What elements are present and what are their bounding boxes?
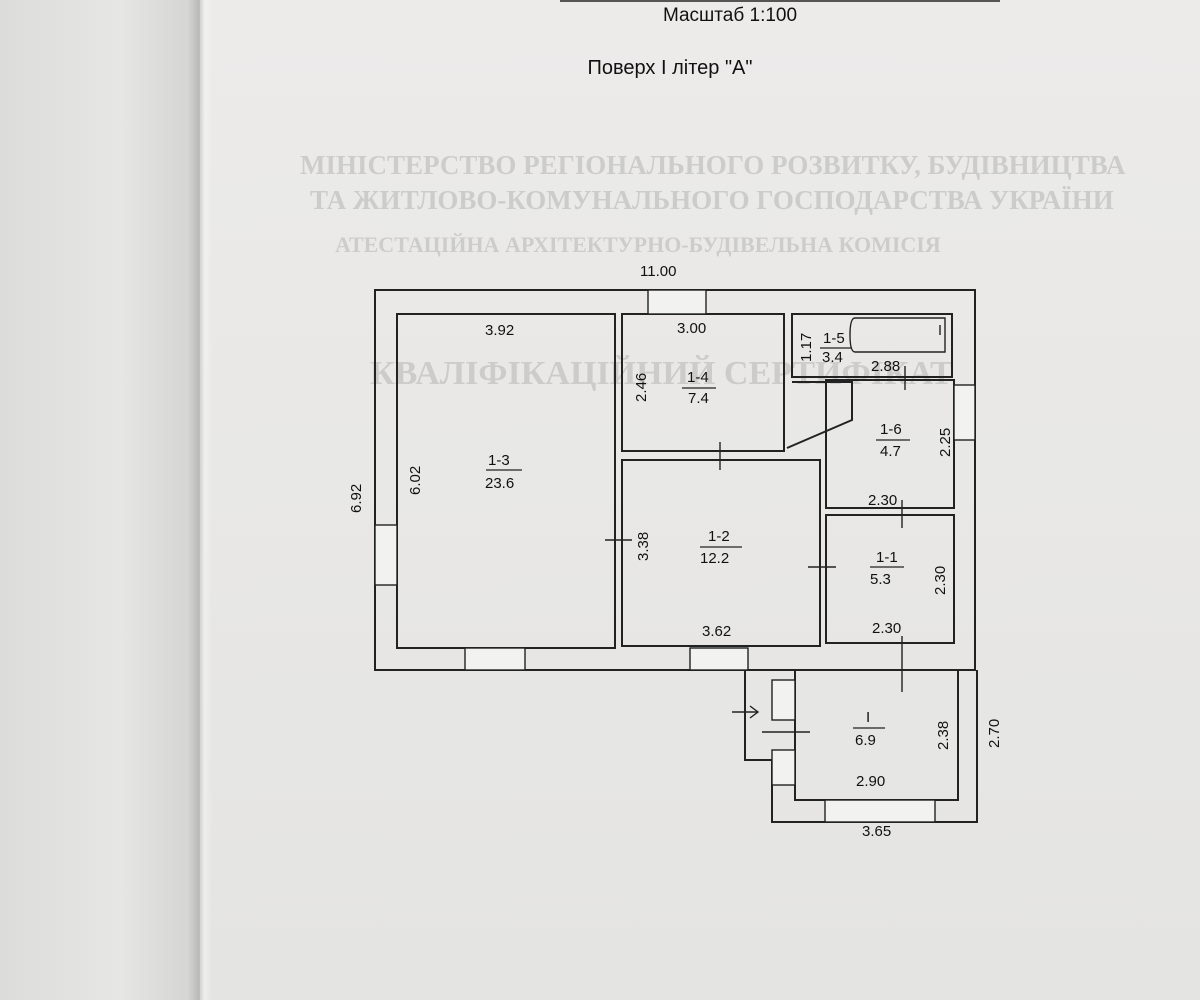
room-1-1-height: 2.30 xyxy=(932,566,949,595)
outer-wall xyxy=(374,289,976,671)
window-porch xyxy=(824,799,936,823)
scale-label: Масштаб 1:100 xyxy=(662,5,798,26)
room-1-3-width: 3.92 xyxy=(485,322,514,339)
room-1-1-width-top: 2.30 xyxy=(868,492,897,509)
room-porch-height: 2.38 xyxy=(935,721,952,750)
room-1-6-area: 4.7 xyxy=(880,443,901,460)
room-1-4-width: 3.00 xyxy=(677,320,706,337)
room-1-1-width-bottom: 2.30 xyxy=(872,620,901,637)
entrance-arrow-head xyxy=(749,705,760,719)
windows xyxy=(374,289,976,823)
right-page xyxy=(205,0,1200,1000)
porch-outer-wall xyxy=(744,670,978,823)
room-1-6-height: 2.25 xyxy=(937,428,954,457)
room-label-bars xyxy=(486,347,910,729)
ghost-text-line-2: ТА ЖИТЛОВО-КОМУНАЛЬНОГО ГОСПОДАРСТВА УКР… xyxy=(310,185,1114,215)
labels: 11.00 6.92 2.70 3.65 3.92 6.02 1-3 23.6 … xyxy=(348,263,1003,840)
top-rule xyxy=(560,0,1000,2)
room-1-2-height: 3.38 xyxy=(635,532,652,561)
room-porch-area: 6.9 xyxy=(855,732,876,749)
room-1-2-id: 1-2 xyxy=(708,528,730,545)
room-1-5-height: 1.17 xyxy=(798,333,815,362)
room-1-3-id: 1-3 xyxy=(488,452,510,469)
window-left xyxy=(374,524,398,586)
corridor-wedge xyxy=(786,381,853,449)
window-bottom-left xyxy=(464,647,526,671)
room-1-6-width: 2.88 xyxy=(871,358,900,375)
overall-width: 11.00 xyxy=(640,263,676,280)
room-1-1-id: 1-1 xyxy=(876,549,898,566)
room-1-2-area: 12.2 xyxy=(700,550,729,567)
room-porch-width: 2.90 xyxy=(856,773,885,790)
room-1-3-height: 6.02 xyxy=(407,466,424,495)
room-1-4-id: 1-4 xyxy=(687,369,709,386)
room-1-1-outline xyxy=(825,514,955,644)
room-1-3-area: 23.6 xyxy=(485,475,514,492)
page-fold xyxy=(188,0,212,1000)
room-1-6-id: 1-6 xyxy=(880,421,902,438)
window-porch-left-1 xyxy=(771,679,796,721)
porch-width: 3.65 xyxy=(862,823,891,840)
room-1-6-outline xyxy=(825,379,955,509)
door-markers xyxy=(605,366,906,733)
room-1-5-outline xyxy=(791,313,953,378)
ghost-text-line-1: МІНІСТЕРСТВО РЕГІОНАЛЬНОГО РОЗВИТКУ, БУД… xyxy=(300,150,1126,180)
room-porch-id: I xyxy=(866,709,870,726)
room-1-2-width: 3.62 xyxy=(702,623,731,640)
room-1-4-height: 2.46 xyxy=(633,373,650,402)
room-1-4-area: 7.4 xyxy=(688,390,709,407)
window-top xyxy=(647,289,707,315)
left-page xyxy=(0,0,200,1000)
room-1-5-id: 1-5 xyxy=(823,330,845,347)
room-1-5-area: 3.4 xyxy=(822,349,843,366)
room-1-2-outline xyxy=(621,459,821,647)
overall-height: 6.92 xyxy=(348,484,365,513)
bathtub-outline xyxy=(849,317,946,353)
floor-label: Поверх І літер "А" xyxy=(587,57,753,79)
porch-height: 2.70 xyxy=(986,719,1003,748)
ghost-text-line-3: АТЕСТАЦІЙНА АРХІТЕКТУРНО-БУДІВЕЛЬНА КОМІ… xyxy=(335,232,941,257)
room-1-1-area: 5.3 xyxy=(870,571,891,588)
bathtub xyxy=(849,317,946,353)
window-right xyxy=(953,384,976,441)
ghost-text-line-4: КВАЛІФІКАЦІЙНИЙ СЕРТИФІКАТ xyxy=(370,355,953,392)
window-bottom-middle xyxy=(689,647,749,671)
window-porch-left-2 xyxy=(771,749,796,786)
